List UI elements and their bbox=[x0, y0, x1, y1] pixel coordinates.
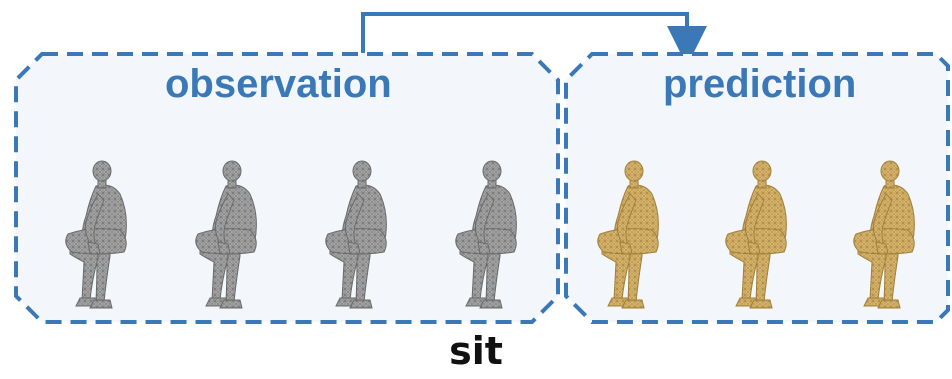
prediction-title: prediction bbox=[663, 64, 856, 104]
flow-arrow bbox=[363, 14, 687, 53]
observation-title: observation bbox=[165, 64, 392, 104]
action-label: sit bbox=[0, 332, 952, 370]
